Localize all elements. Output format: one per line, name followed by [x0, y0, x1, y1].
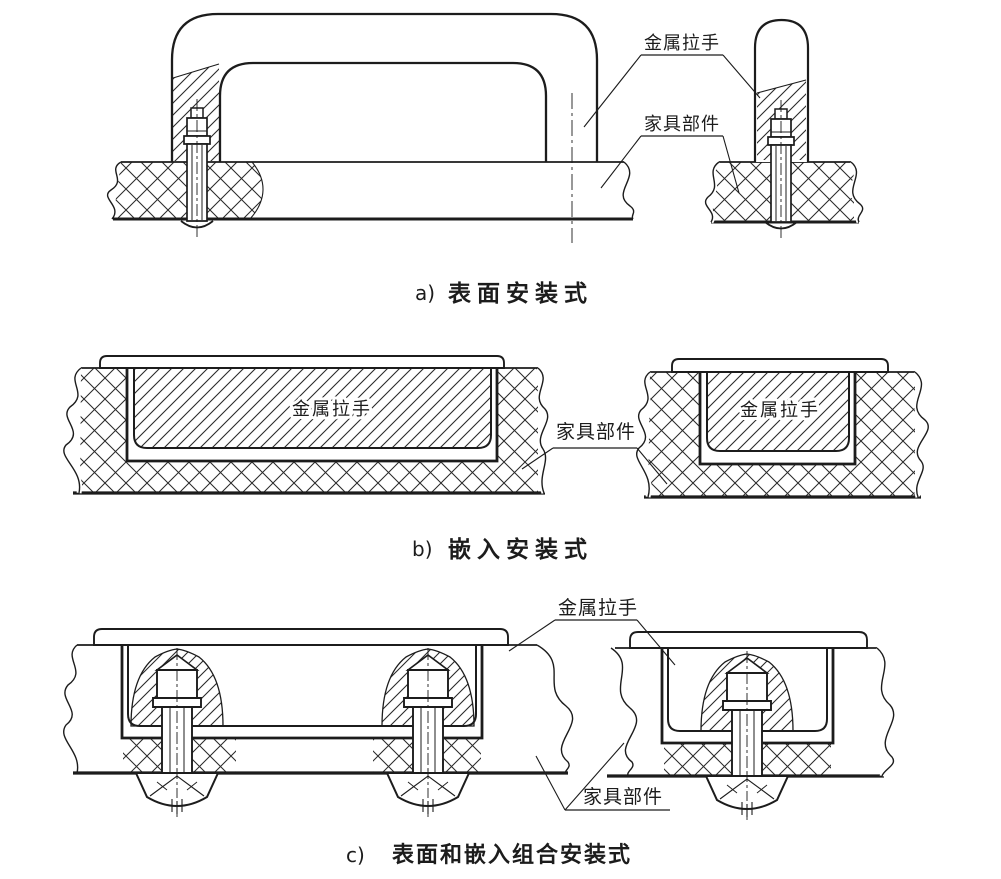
c-right-view: [607, 631, 897, 823]
metal-handle-label: 金属拉手: [740, 400, 820, 421]
leader-lines: [600, 135, 740, 194]
section-c: 金属拉手 家具部件 c) 表面和嵌入组合安装式: [63, 597, 897, 868]
dome-nut: [386, 768, 470, 820]
furniture-part-label: 家具部件: [583, 786, 663, 808]
furniture-part-label: 家具部件: [644, 114, 720, 135]
dome-nut: [705, 771, 789, 823]
break-line: [536, 644, 574, 774]
b-callout-furniture-part: 家具部件: [521, 421, 668, 485]
caption-a-title: 表面安装式: [448, 280, 593, 307]
leader-lines: [535, 742, 625, 811]
metal-handle-label: 金属拉手: [558, 597, 638, 619]
caption-b-prefix: b): [412, 537, 433, 561]
handle-cup: [133, 367, 492, 449]
c-callout-metal-handle: 金属拉手: [508, 597, 676, 666]
b-right-view: 金属拉手: [634, 358, 931, 499]
caption-b: b) 嵌入安装式: [412, 536, 593, 563]
leader-lines: [521, 447, 668, 485]
break-line: [63, 367, 82, 494]
section-a: 金属拉手 家具部件 a) 表面安装式: [106, 12, 866, 307]
section-b: 金属拉手 金属拉手 家具部件 b) 嵌入安装式: [61, 355, 931, 563]
break-line: [537, 367, 549, 494]
handle-flange: [629, 631, 868, 649]
break-line: [610, 647, 638, 777]
recess-outline: [125, 368, 499, 463]
b-left-view: 金属拉手: [61, 355, 550, 495]
break-line: [636, 371, 651, 498]
handle-flange: [93, 628, 509, 646]
metal-handle-label: 金属拉手: [292, 399, 372, 420]
c-callout-furniture-part: 家具部件: [535, 742, 670, 811]
recess-outline: [120, 645, 484, 740]
handle-flange: [671, 358, 889, 373]
caption-c-title: 表面和嵌入组合安装式: [392, 842, 632, 868]
break-line: [876, 647, 895, 777]
caption-a-prefix: a): [415, 281, 435, 305]
metal-handle-label: 金属拉手: [644, 33, 720, 54]
break-line: [914, 371, 929, 498]
recess-outline: [698, 372, 857, 466]
break-line: [106, 161, 122, 220]
break-line: [63, 644, 79, 774]
leader-lines: [583, 54, 761, 128]
break-line: [622, 161, 635, 220]
dome-nut: [135, 768, 219, 820]
handle-flange: [99, 355, 505, 369]
leader-lines: [508, 619, 676, 666]
handle-cup: [706, 371, 850, 452]
a-callout-furniture-part: 家具部件: [600, 114, 740, 194]
break-line: [850, 161, 864, 223]
c-left-view: [63, 628, 574, 820]
handle-cup: [127, 645, 477, 727]
break-line: [704, 161, 720, 223]
caption-c-prefix: c): [346, 843, 365, 867]
furniture-part-label: 家具部件: [556, 421, 636, 443]
caption-b-title: 嵌入安装式: [448, 536, 593, 563]
caption-c: c) 表面和嵌入组合安装式: [346, 842, 632, 868]
caption-a: a) 表面安装式: [415, 280, 593, 307]
a-callout-metal-handle: 金属拉手: [583, 33, 761, 128]
